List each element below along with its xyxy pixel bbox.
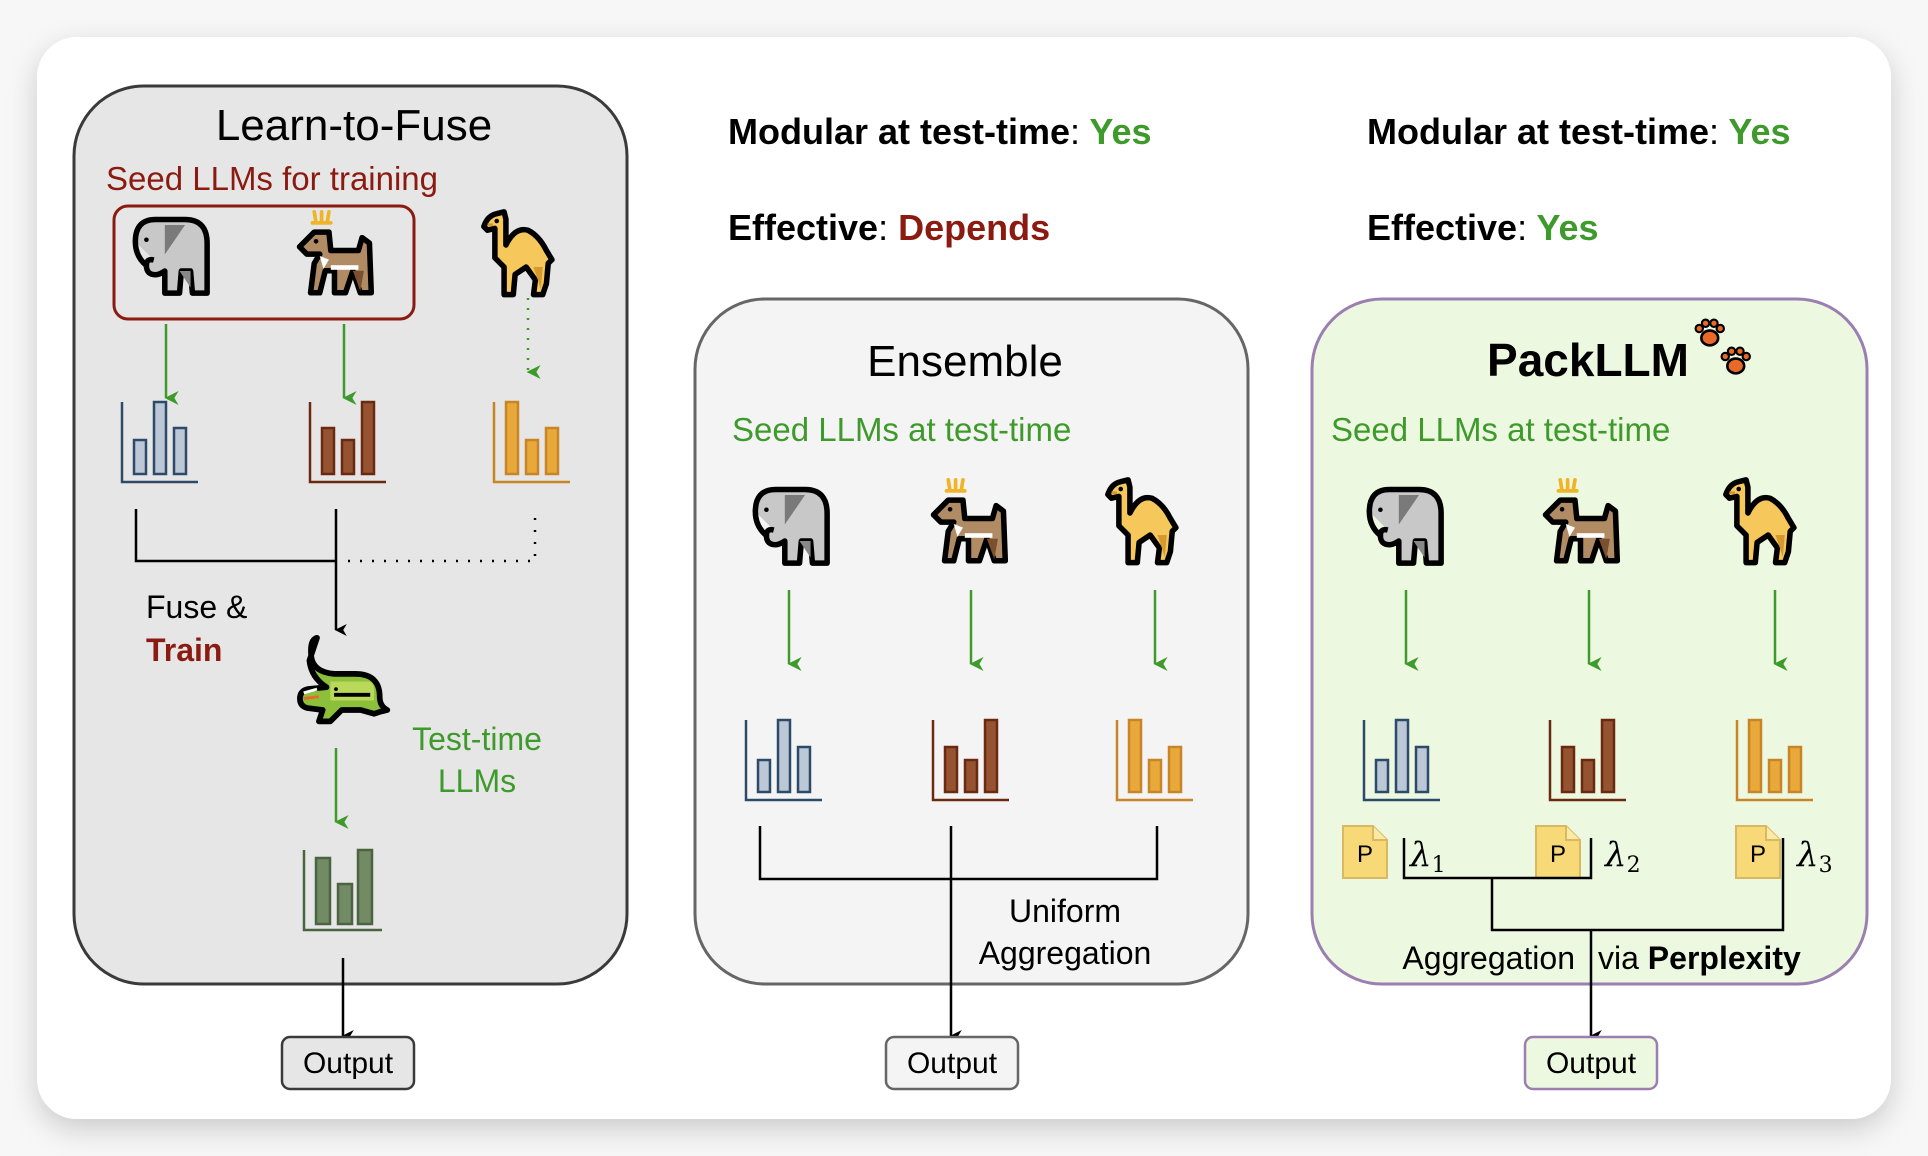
packllm-modular-row: Modular at test-time: Yes [1367, 111, 1791, 152]
seed-training-group-box [112, 204, 416, 321]
aggregation-label: Aggregation [979, 935, 1152, 971]
histogram-orange-icon [492, 400, 570, 484]
aggregation-label: Aggregation [1402, 940, 1575, 976]
perplexity-doc-icon: P [1535, 825, 1581, 879]
right-panel-title: PackLLM [1487, 334, 1689, 386]
fusion-dotted-connector [348, 516, 537, 563]
histogram-brown-icon [1548, 718, 1626, 802]
middle-seed-label: Seed LLMs at test-time [732, 411, 1071, 448]
lambda-3-label: λ3 [1795, 835, 1833, 878]
svg-text:P: P [1357, 841, 1373, 868]
lambda-1-label: λ1 [1408, 835, 1446, 878]
middle-output-box: Output [884, 1035, 1020, 1091]
svg-text:P: P [1750, 841, 1766, 868]
left-seed-label: Seed LLMs for training [106, 160, 438, 197]
perplexity-doc-icon: P [1735, 825, 1781, 879]
via-perplexity-label: via Perplexity [1598, 940, 1801, 976]
histogram-brown-icon [308, 400, 386, 484]
histogram-blue-icon [744, 718, 822, 802]
learn-to-fuse-panel: Learn-to-Fuse Seed LLMs for training [72, 84, 629, 1091]
histogram-blue-icon [1362, 718, 1440, 802]
uniform-aggregation-connector [758, 826, 1159, 881]
svg-text:P: P [1550, 841, 1566, 868]
right-seed-label: Seed LLMs at test-time [1331, 411, 1670, 448]
packllm-effective-row: Effective: Yes [1367, 207, 1599, 248]
left-panel-box [72, 84, 629, 986]
middle-panel-title: Ensemble [867, 337, 1063, 386]
right-output-label: Output [1546, 1047, 1637, 1080]
train-label: Train [146, 632, 222, 668]
left-output-label: Output [303, 1047, 394, 1080]
ensemble-panel: Ensemble Seed LLMs at test-time U [693, 297, 1250, 1091]
weighted-pair-connector [1402, 838, 1593, 880]
packllm-panel: PackLLM Seed LLMs at test-time [1310, 297, 1869, 1091]
ensemble-properties: Modular at test-time: Yes Effective: Dep… [728, 111, 1152, 248]
perplexity-doc-icon: P [1342, 825, 1388, 879]
histogram-blue-icon [120, 400, 198, 484]
testtime-label-line2: LLMs [438, 763, 516, 799]
left-panel-title: Learn-to-Fuse [216, 101, 492, 150]
middle-output-label: Output [907, 1047, 998, 1080]
histogram-orange-icon [1115, 718, 1193, 802]
left-output-box: Output [280, 1035, 416, 1091]
ensemble-modular-row: Modular at test-time: Yes [728, 111, 1152, 152]
right-output-box: Output [1523, 1035, 1659, 1091]
packllm-properties: Modular at test-time: Yes Effective: Yes [1367, 111, 1791, 248]
histogram-green-icon [302, 848, 382, 932]
testtime-label-line1: Test-time [412, 721, 542, 757]
fusion-connector [134, 509, 336, 563]
uniform-label: Uniform [1009, 893, 1121, 929]
fuse-label: Fuse & [146, 589, 247, 625]
weighted-aggregation-connector [1490, 838, 1785, 932]
ensemble-effective-row: Effective: Depends [728, 207, 1050, 248]
histogram-brown-icon [931, 718, 1009, 802]
lambda-2-label: λ2 [1603, 835, 1641, 878]
histogram-orange-icon [1735, 718, 1813, 802]
